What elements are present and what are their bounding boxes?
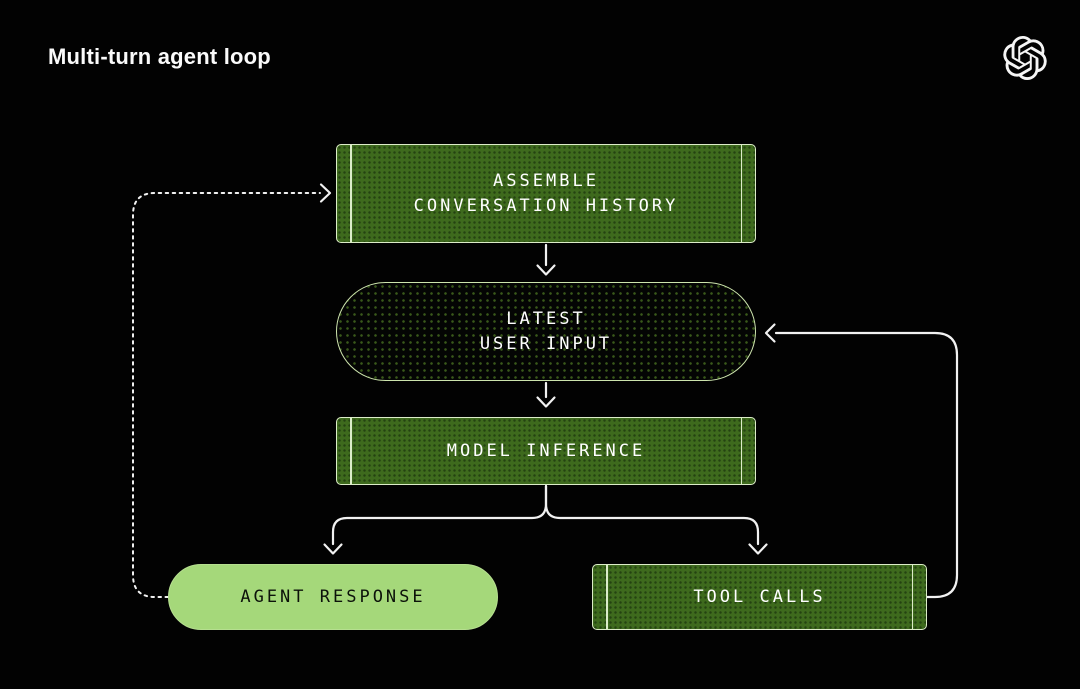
arrowhead-into-tool-calls [748, 543, 768, 555]
node-label: MODEL INFERENCE [446, 440, 646, 461]
openai-logo-glyph [1003, 36, 1047, 81]
node-model-inference: MODEL INFERENCE [336, 417, 756, 485]
node-label: ASSEMBLE CONVERSATION HISTORY [413, 170, 679, 216]
arrowhead-into-agent-response [323, 543, 343, 555]
inner-rule-left [350, 145, 352, 242]
edge-agent-response-to-assemble [132, 192, 321, 598]
node-tool-calls: TOOL CALLS [592, 564, 927, 630]
inner-rule-left [350, 418, 352, 484]
node-latest-user-input: LATEST USER INPUT [336, 282, 756, 381]
node-label: AGENT RESPONSE [240, 586, 426, 607]
edge-model-to-tool-calls [544, 484, 760, 546]
arrowhead-into-assemble [319, 183, 332, 203]
edge-tool-calls-to-latest [774, 331, 959, 599]
arrowhead-into-model [536, 396, 556, 408]
node-assemble-conversation-history: ASSEMBLE CONVERSATION HISTORY [336, 144, 756, 243]
node-agent-response: AGENT RESPONSE [168, 564, 498, 630]
edge-model-to-agent-response [331, 484, 548, 546]
page-title: Multi-turn agent loop [48, 44, 271, 69]
node-label: LATEST USER INPUT [479, 308, 613, 354]
arrowhead-into-latest-top [536, 264, 556, 276]
inner-rule-left [606, 565, 608, 629]
inner-rule-right [740, 145, 742, 242]
inner-rule-right [740, 418, 742, 484]
inner-rule-right [911, 565, 913, 629]
node-label: TOOL CALLS [693, 586, 826, 607]
arrowhead-into-latest-right [764, 323, 776, 343]
openai-logo-icon [1003, 36, 1047, 81]
